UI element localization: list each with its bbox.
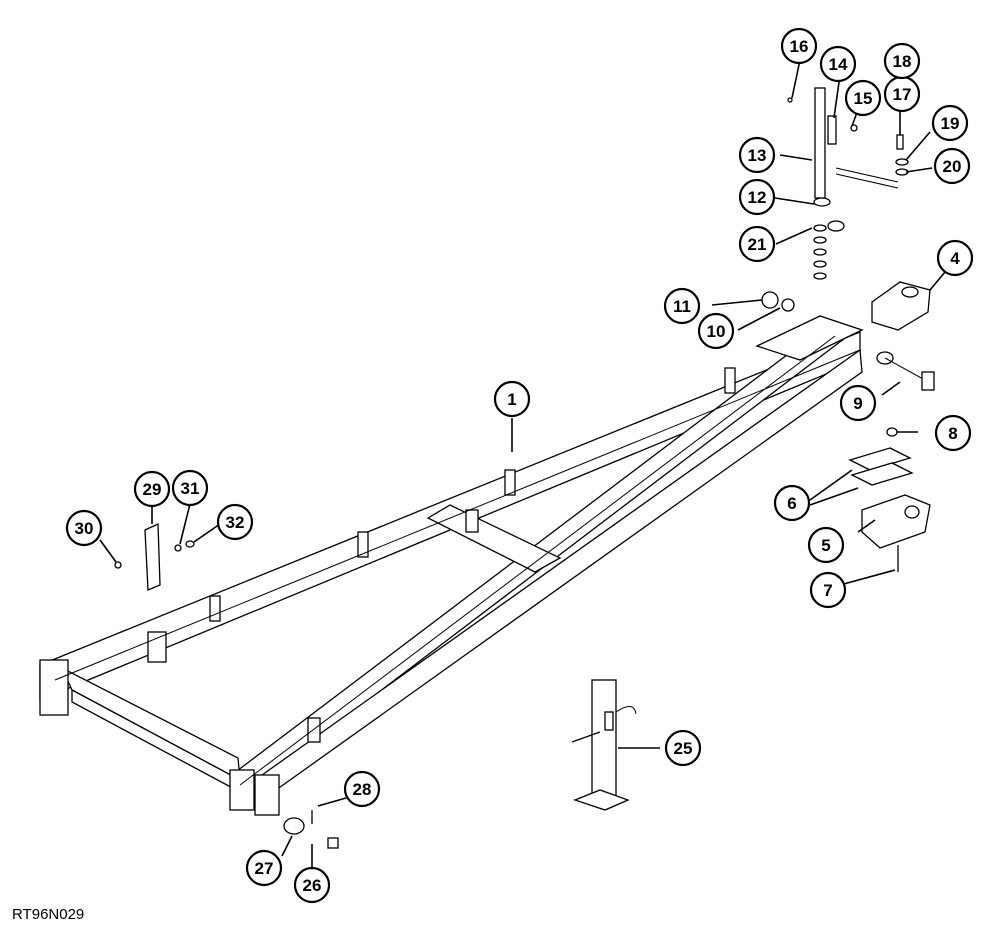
jack-stand-icon xyxy=(571,679,637,811)
svg-text:5: 5 xyxy=(821,536,830,555)
callout-5: 5 xyxy=(807,526,845,564)
callout-15: 15 xyxy=(844,79,882,117)
callout-4: 4 xyxy=(936,239,974,277)
callout-21: 21 xyxy=(738,225,776,263)
svg-text:27: 27 xyxy=(255,859,274,878)
callout-27: 27 xyxy=(245,849,283,887)
svg-text:25: 25 xyxy=(674,739,693,758)
svg-text:28: 28 xyxy=(353,780,372,799)
hardware-icon xyxy=(114,522,339,849)
callout-12: 12 xyxy=(738,178,776,216)
callout-16: 16 xyxy=(780,27,818,65)
svg-text:14: 14 xyxy=(829,55,848,74)
svg-text:8: 8 xyxy=(948,424,957,443)
svg-text:16: 16 xyxy=(790,37,809,56)
svg-text:7: 7 xyxy=(823,581,832,600)
callout-13: 13 xyxy=(738,136,776,174)
svg-text:12: 12 xyxy=(748,188,767,207)
svg-text:9: 9 xyxy=(853,394,862,413)
callout-26: 26 xyxy=(293,866,331,904)
svg-text:6: 6 xyxy=(787,494,796,513)
callout-8: 8 xyxy=(934,414,972,452)
callout-11: 11 xyxy=(663,287,701,325)
hitch-bracket-icon xyxy=(848,427,931,572)
svg-text:32: 32 xyxy=(226,513,245,532)
svg-text:30: 30 xyxy=(75,519,94,538)
svg-text:15: 15 xyxy=(854,89,873,108)
chain-icon xyxy=(787,87,909,280)
figure-reference-code: RT96N029 xyxy=(12,906,85,923)
svg-text:29: 29 xyxy=(143,480,162,499)
callout-17: 17 xyxy=(883,75,921,113)
svg-text:4: 4 xyxy=(950,249,960,268)
svg-text:17: 17 xyxy=(893,85,912,104)
callout-14: 14 xyxy=(819,45,857,83)
frame-icon xyxy=(39,315,864,816)
callout-32: 32 xyxy=(216,503,254,541)
clevis-icon xyxy=(761,281,935,391)
svg-text:1: 1 xyxy=(507,390,516,409)
svg-text:26: 26 xyxy=(303,876,322,895)
svg-text:18: 18 xyxy=(893,52,912,71)
callout-29: 29 xyxy=(133,470,171,508)
callout-25: 25 xyxy=(664,729,702,767)
svg-text:21: 21 xyxy=(748,235,767,254)
callout-31: 31 xyxy=(171,469,209,507)
callout-6: 6 xyxy=(773,484,811,522)
svg-text:31: 31 xyxy=(181,479,200,498)
callout-30: 30 xyxy=(65,509,103,547)
callout-18: 18 xyxy=(883,42,921,80)
svg-text:11: 11 xyxy=(673,297,691,316)
callout-9: 9 xyxy=(839,384,877,422)
svg-text:13: 13 xyxy=(748,146,767,165)
callout-7: 7 xyxy=(809,571,847,609)
callout-28: 28 xyxy=(343,770,381,808)
callout-1: 1 xyxy=(493,380,531,418)
svg-text:10: 10 xyxy=(707,322,726,341)
callout-20: 20 xyxy=(933,147,971,185)
svg-text:20: 20 xyxy=(943,157,962,176)
callout-19: 19 xyxy=(931,104,969,142)
svg-text:19: 19 xyxy=(941,114,960,133)
callout-10: 10 xyxy=(697,312,735,350)
